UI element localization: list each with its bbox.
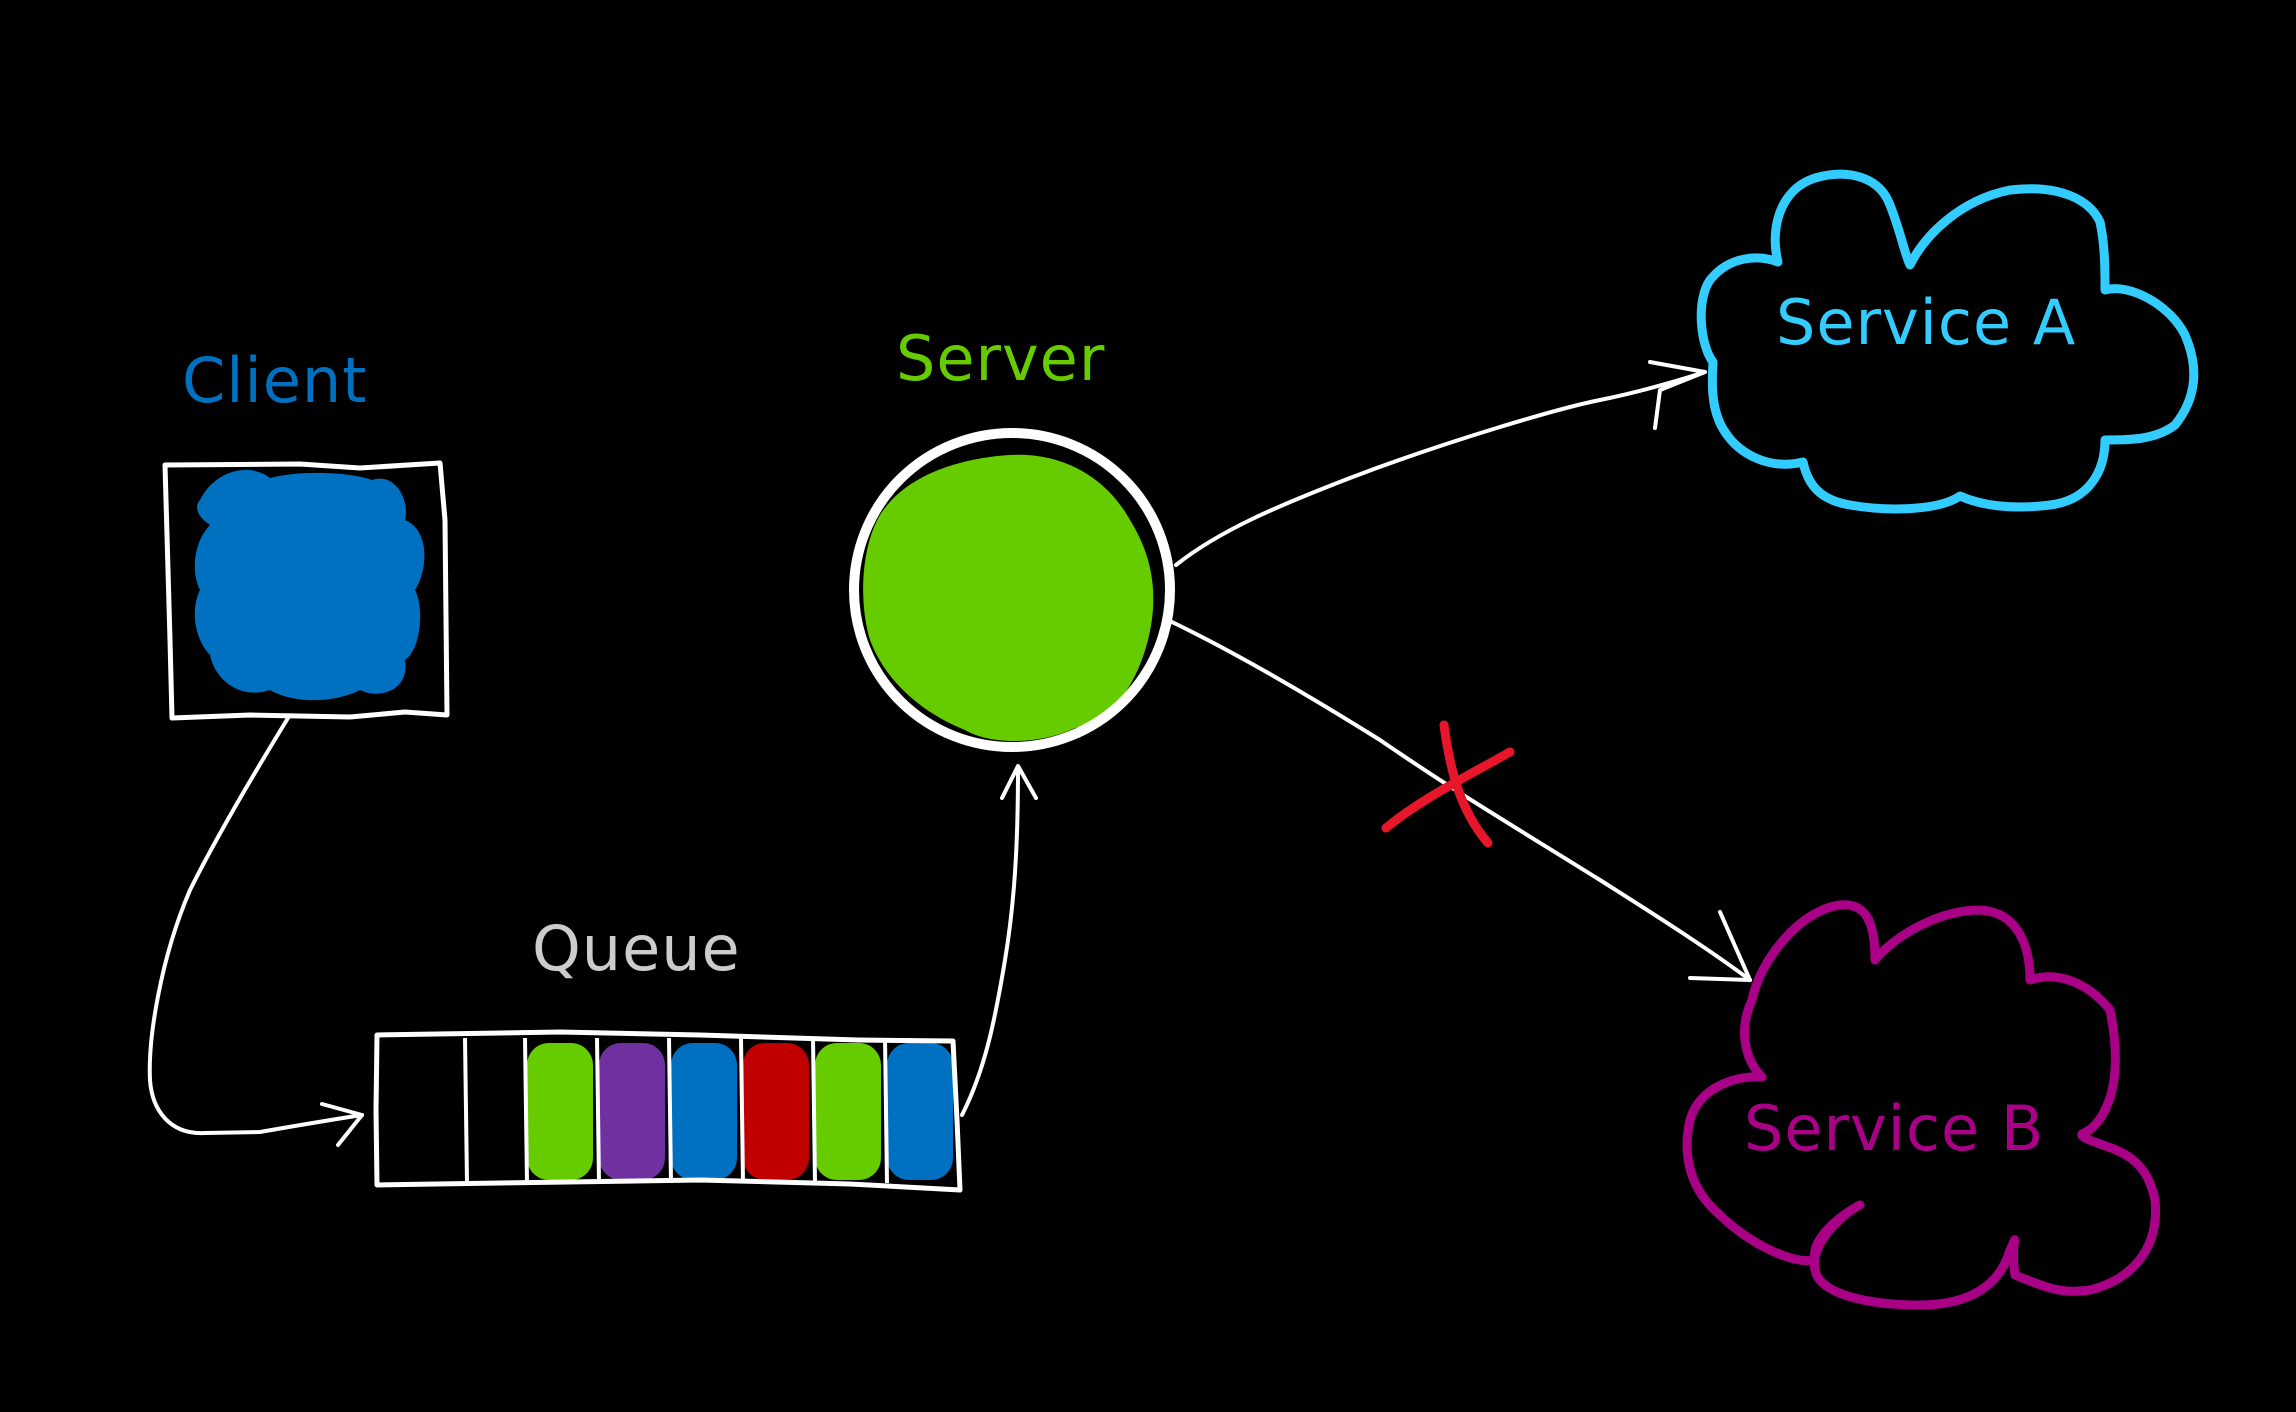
queue-item-purple bbox=[599, 1043, 665, 1180]
arrowhead-icon bbox=[1688, 910, 1752, 982]
server-label: Server bbox=[896, 322, 1106, 395]
client-label: Client bbox=[182, 344, 368, 417]
server-node[interactable] bbox=[849, 428, 1175, 752]
queue-label: Queue bbox=[532, 912, 741, 985]
queue-node[interactable] bbox=[373, 1029, 963, 1193]
arrowhead-icon bbox=[1648, 360, 1707, 430]
server-outline bbox=[849, 428, 1175, 752]
client-fill bbox=[194, 469, 425, 701]
queue-outline bbox=[373, 1029, 963, 1193]
failure-x-icon bbox=[1381, 720, 1515, 848]
queue-slot-divider bbox=[739, 1037, 745, 1184]
queue-slot-divider bbox=[595, 1037, 601, 1184]
service-b-node[interactable] bbox=[1682, 900, 2161, 1310]
queue-item-green bbox=[815, 1043, 881, 1180]
queue-slot-divider bbox=[667, 1037, 673, 1184]
server-fill bbox=[863, 454, 1154, 742]
arrowhead-icon bbox=[320, 1102, 364, 1147]
arrowhead-icon bbox=[1000, 764, 1038, 800]
queue-dividers bbox=[463, 1037, 889, 1184]
service-b-cloud bbox=[1682, 900, 2161, 1310]
queue-item-green bbox=[527, 1043, 593, 1180]
service-b-label: Service B bbox=[1744, 1092, 2045, 1165]
edge-client-to-queue bbox=[147, 716, 364, 1147]
queue-items bbox=[527, 1043, 953, 1180]
service-a-node[interactable] bbox=[1696, 169, 2199, 514]
queue-slot-divider bbox=[883, 1037, 889, 1184]
service-a-cloud bbox=[1696, 169, 2199, 514]
edge-queue-to-server bbox=[960, 764, 1038, 1117]
queue-slot-divider bbox=[523, 1037, 529, 1184]
queue-item-blue bbox=[671, 1043, 737, 1180]
edge-server-to-service-a bbox=[1174, 360, 1707, 567]
queue-slot-divider bbox=[811, 1037, 817, 1184]
queue-item-blue bbox=[887, 1043, 953, 1180]
service-a-label: Service A bbox=[1776, 286, 2077, 359]
queue-item-red bbox=[743, 1043, 809, 1180]
client-node[interactable] bbox=[162, 460, 450, 721]
edge-server-to-service-b bbox=[1170, 620, 1752, 982]
client-box-outline bbox=[162, 460, 450, 721]
queue-slot-divider bbox=[463, 1037, 469, 1184]
